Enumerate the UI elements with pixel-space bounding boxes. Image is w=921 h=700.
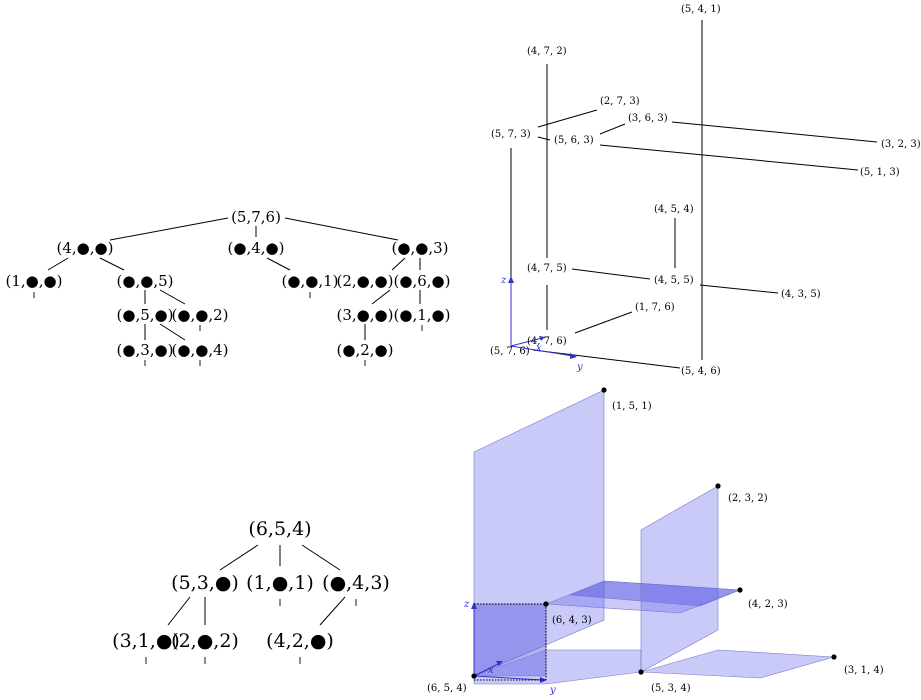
plot1-point-label: (5, 6, 3) bbox=[554, 135, 594, 146]
tree1-edge bbox=[159, 289, 186, 305]
tree1-node: (●,4,●) bbox=[228, 239, 285, 257]
tree1-leaf-ticks bbox=[33, 292, 423, 366]
plot1-x-label: x bbox=[536, 343, 542, 354]
tree2-node: (4,2,●) bbox=[266, 630, 334, 652]
plot2-plane bbox=[640, 485, 719, 673]
plot2-point bbox=[737, 587, 743, 593]
plot1-segment bbox=[599, 123, 626, 135]
tree1-node: (1,●,●) bbox=[6, 272, 63, 290]
plot2-y-axis bbox=[473, 675, 544, 681]
tree1-node: (●,●,5) bbox=[117, 272, 174, 290]
plot2-point-label: (3, 1, 4) bbox=[844, 665, 884, 676]
plot1-point-label: (2, 7, 3) bbox=[600, 96, 640, 107]
tree1-node: (2,●,●) bbox=[337, 272, 394, 290]
plot1-z-label: z bbox=[500, 275, 507, 286]
plot1-point-label: (5, 4, 1) bbox=[681, 4, 721, 15]
plot1-point-label: (4, 3, 5) bbox=[781, 289, 821, 300]
plot1-point-label: (5, 4, 6) bbox=[681, 366, 721, 377]
tree1-edge bbox=[371, 289, 391, 305]
tree1-node: (●,2,●) bbox=[337, 341, 394, 359]
tree2-node: (5,3,●) bbox=[171, 572, 239, 594]
plot2-point bbox=[543, 601, 549, 607]
plot2-y-label: y bbox=[549, 685, 556, 696]
tree1-edge bbox=[159, 323, 186, 341]
tree2-node: (2,●,2) bbox=[171, 630, 239, 652]
plot1-segment bbox=[574, 311, 633, 334]
plot1-point-label: (4, 7, 5) bbox=[527, 263, 567, 274]
tree2-node: (●,4,3) bbox=[322, 572, 390, 594]
tree1-node: (●,●,1) bbox=[282, 272, 339, 290]
plot-1: z y x (5, 4, 1) (4, 7, 2) (2, 7, 3) (5, … bbox=[490, 4, 921, 377]
plot1-point-label: (4, 5, 4) bbox=[654, 204, 694, 215]
plot1-point-label: (5, 7, 6) bbox=[490, 346, 530, 357]
tree1-edge bbox=[391, 257, 406, 271]
plot1-segment bbox=[571, 268, 651, 280]
plot2-point-label: (6, 5, 4) bbox=[427, 683, 467, 694]
tree-1: (5,7,6) (4,●,●) (●,4,●) (●,●,3) (1,●,●) … bbox=[6, 208, 451, 366]
plot1-point-label: (4, 5, 5) bbox=[654, 275, 694, 286]
plot2-point bbox=[831, 654, 837, 660]
plot2-points bbox=[471, 387, 837, 679]
tree1-node: (●,1,●) bbox=[394, 306, 451, 324]
plot1-y-axis bbox=[510, 345, 574, 357]
plot1-point-label: (4, 7, 6) bbox=[527, 336, 567, 347]
tree1-node: (●,●,3) bbox=[392, 239, 449, 257]
tree1-edge bbox=[266, 257, 291, 271]
tree-2: (6,5,4) (5,3,●) (1,●,1) (●,4,3) (3,1,●) … bbox=[112, 518, 390, 664]
plot1-segment bbox=[537, 109, 598, 128]
plot2-point-label: (6, 4, 3) bbox=[552, 615, 592, 626]
tree2-edge bbox=[319, 596, 346, 626]
plot2-point-label: (4, 2, 3) bbox=[748, 599, 788, 610]
tree2-edge bbox=[219, 544, 259, 571]
tree1-node: (●,3,●) bbox=[117, 341, 174, 359]
tree2-leaf-ticks bbox=[145, 599, 357, 664]
tree1-edge bbox=[284, 217, 399, 241]
plot-2: z y x (1, 5, 1) (2, 3, 2) (6, 4, 3) (4, … bbox=[427, 387, 884, 696]
plot1-y-label: y bbox=[576, 362, 583, 373]
plot2-axes: z y x bbox=[463, 599, 556, 696]
plot1-point-label: (5, 7, 3) bbox=[491, 129, 531, 140]
tree1-node: (●,●,2) bbox=[172, 306, 229, 324]
plot1-point-label: (3, 2, 3) bbox=[881, 139, 921, 150]
tree2-edge bbox=[167, 596, 191, 626]
plot2-point bbox=[471, 673, 477, 679]
plot1-segment bbox=[671, 121, 878, 143]
plot1-segment bbox=[699, 284, 779, 294]
tree1-node: (●,●,4) bbox=[172, 341, 229, 359]
plot2-plane bbox=[473, 389, 605, 677]
tree2-node: (1,●,1) bbox=[246, 572, 314, 594]
plot2-point bbox=[715, 483, 721, 489]
plot1-point-label: (3, 6, 3) bbox=[628, 113, 668, 124]
tree1-node: (●,6,●) bbox=[394, 272, 451, 290]
plot2-point-label: (2, 3, 2) bbox=[728, 493, 768, 504]
plot1-segment bbox=[599, 144, 859, 171]
tree1-edge bbox=[109, 217, 229, 241]
plot1-point-label: (5, 1, 3) bbox=[860, 167, 900, 178]
plot1-point-label: (1, 7, 6) bbox=[635, 302, 675, 313]
tree1-node: (4,●,●) bbox=[57, 239, 114, 257]
tree1-node: (3,●,●) bbox=[337, 306, 394, 324]
plot1-point-label: (4, 7, 2) bbox=[527, 46, 567, 57]
tree1-root: (5,7,6) bbox=[231, 208, 281, 226]
plot2-point bbox=[638, 669, 644, 675]
plot2-z-label: z bbox=[463, 599, 470, 610]
plot1-axes: z y x bbox=[500, 275, 583, 373]
plot1-x-axis bbox=[510, 337, 543, 347]
tree1-edge bbox=[47, 257, 69, 271]
tree2-edge bbox=[301, 544, 341, 571]
plot1-segment bbox=[537, 136, 551, 141]
tree2-root: (6,5,4) bbox=[248, 518, 311, 540]
plot2-x-label: x bbox=[488, 665, 494, 676]
plot2-point bbox=[601, 387, 607, 393]
plot2-point-label: (5, 3, 4) bbox=[651, 683, 691, 694]
tree2-node: (3,1,●) bbox=[112, 630, 180, 652]
plot2-x-axis bbox=[473, 662, 501, 677]
tree1-edge bbox=[99, 257, 125, 271]
tree1-node: (●,5,●) bbox=[117, 306, 174, 324]
plot2-point-label: (1, 5, 1) bbox=[612, 401, 652, 412]
